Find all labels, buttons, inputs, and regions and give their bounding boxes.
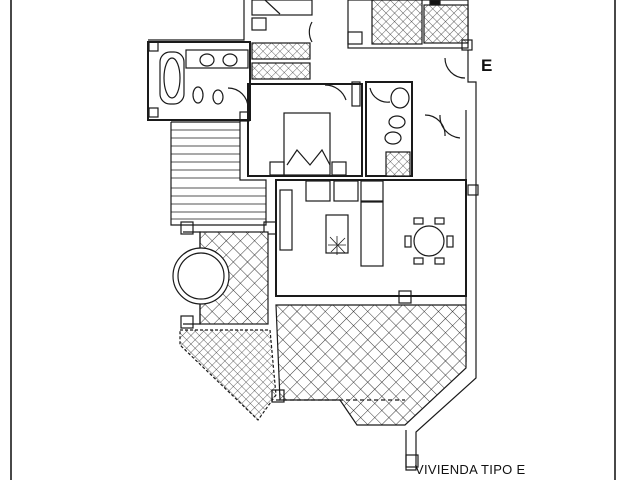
- living-dining-room: [275, 179, 467, 304]
- top-bedroom: [148, 0, 313, 43]
- master-bathroom: [147, 41, 251, 122]
- staircase: [170, 121, 277, 235]
- main-terrace: [271, 304, 477, 471]
- plan-caption: VIVIENDA TIPO E: [415, 462, 526, 477]
- bathroom-2: [351, 81, 413, 177]
- left-terrace: [172, 231, 277, 421]
- unit-marker-label: E: [481, 56, 493, 75]
- bedroom-2: [247, 83, 363, 177]
- top-kitchen: [347, 0, 473, 51]
- wardrobes: [251, 42, 311, 80]
